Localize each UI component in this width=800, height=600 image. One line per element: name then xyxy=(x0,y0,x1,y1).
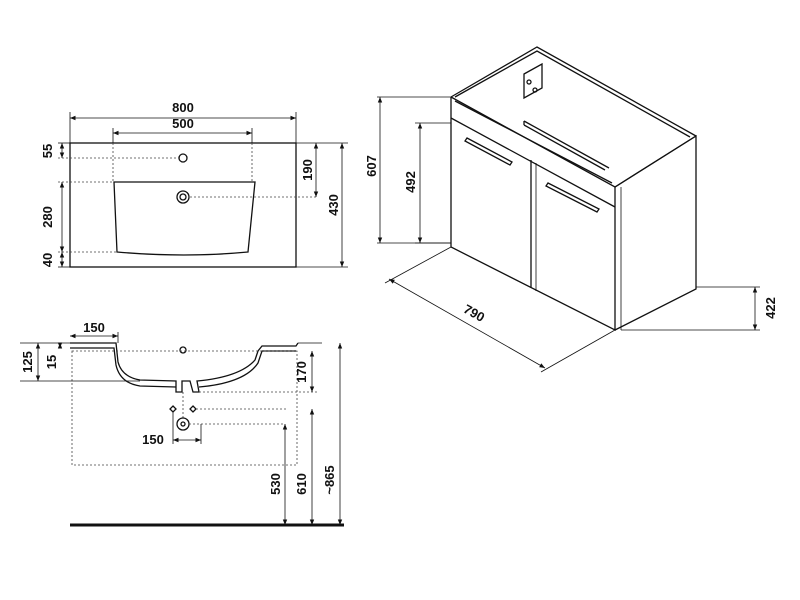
dim-150-bottom: 150 xyxy=(142,432,164,447)
basin-top-outline xyxy=(69,142,297,268)
dim-150-top: 150 xyxy=(83,320,105,335)
basin-side-view: 150 125 15 170 150 530 610 ~865 xyxy=(20,320,344,527)
dim-422: 422 xyxy=(763,297,778,319)
back-bracket xyxy=(523,62,543,100)
cabinet-isometric: 607 492 790 422 xyxy=(364,46,778,373)
fitting-right xyxy=(189,405,197,413)
basin-bowl-outline xyxy=(113,181,256,256)
dim-40: 40 xyxy=(40,253,55,267)
tap-hole xyxy=(178,153,188,163)
dim-55: 55 xyxy=(40,144,55,158)
basin-top-view: 800 500 55 280 40 190 430 xyxy=(40,100,348,268)
cabinet-top-back xyxy=(450,46,697,137)
dim-190: 190 xyxy=(300,159,315,181)
dim-790: 790 xyxy=(461,301,487,325)
dim-607: 607 xyxy=(364,155,379,177)
cabinet-outline-dashed xyxy=(71,350,298,466)
dim-530: 530 xyxy=(268,473,283,495)
dim-280: 280 xyxy=(40,206,55,228)
drawer-band xyxy=(450,117,616,208)
right-door-handle xyxy=(545,182,600,213)
dim-125: 125 xyxy=(20,351,35,373)
cabinet-side-face xyxy=(614,134,697,331)
fitting-left xyxy=(169,405,177,413)
basin-section-outline xyxy=(70,342,299,393)
drain-inner xyxy=(179,193,187,201)
dim-800: 800 xyxy=(172,100,194,115)
tap-hole-section xyxy=(179,346,187,354)
waste-outlet xyxy=(176,417,190,431)
dim-610: 610 xyxy=(294,473,309,495)
dim-15: 15 xyxy=(44,355,59,369)
dim-170: 170 xyxy=(294,361,309,383)
dim-492: 492 xyxy=(403,171,418,193)
inner-partition xyxy=(523,120,610,169)
dim-430: 430 xyxy=(326,194,341,216)
cabinet-top-front xyxy=(450,96,697,188)
dim-865: ~865 xyxy=(322,465,337,494)
drain-outer xyxy=(176,190,190,204)
left-door-handle xyxy=(464,137,513,166)
dim-500: 500 xyxy=(172,116,194,131)
